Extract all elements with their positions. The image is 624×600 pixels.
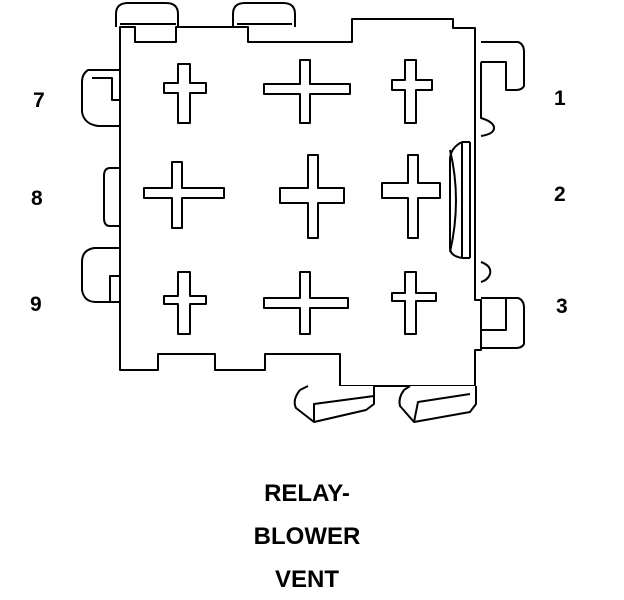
left-hook-middle	[103, 167, 120, 227]
pin-label-7: 7	[33, 89, 45, 112]
bottom-latch-right	[398, 385, 477, 423]
terminal-slot	[391, 271, 437, 335]
caption-line-1: RELAY-	[264, 480, 350, 507]
terminal-slot	[279, 154, 345, 239]
pin-label-1: 1	[554, 87, 566, 110]
right-center-latch	[449, 141, 463, 259]
terminal-slot	[163, 271, 207, 335]
terminal-slot	[143, 161, 225, 229]
terminal-slot	[263, 271, 349, 335]
top-latch-right	[232, 2, 296, 27]
terminal-slot	[381, 154, 441, 239]
pin-label-8: 8	[31, 187, 43, 210]
right-hook-bottom	[481, 297, 525, 349]
caption-line-3: VENT	[274, 566, 339, 593]
caption-line-2: BLOWER	[253, 523, 361, 550]
terminal-slot	[263, 59, 351, 124]
right-hook-top	[481, 41, 525, 91]
pin-label-3: 3	[556, 295, 568, 318]
left-hook-bottom	[81, 247, 120, 303]
left-hook-top	[81, 69, 120, 127]
bottom-latch-left	[293, 385, 375, 423]
terminal-slot	[391, 59, 433, 124]
top-latch-left	[115, 2, 179, 27]
pin-label-9: 9	[30, 293, 42, 316]
terminal-slot	[163, 63, 207, 124]
pin-label-2: 2	[554, 183, 566, 206]
